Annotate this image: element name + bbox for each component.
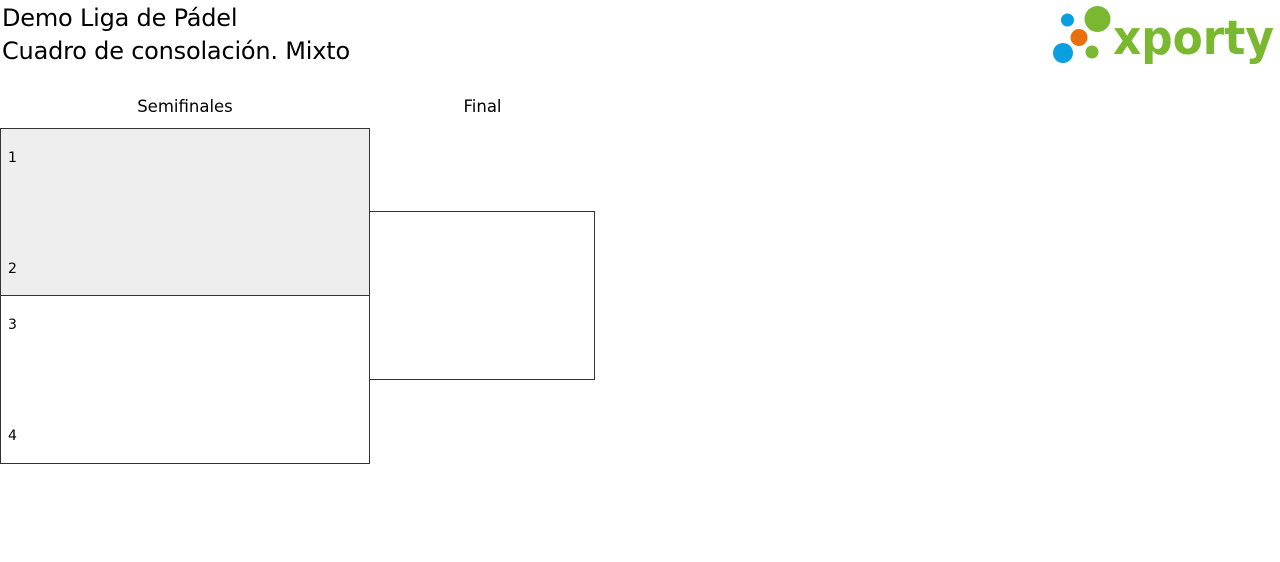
page-title: Demo Liga de Pádel xyxy=(2,4,238,32)
round-header-semifinales: Semifinales xyxy=(137,97,233,116)
logo-dot-orange xyxy=(1070,29,1088,46)
round-header-final: Final xyxy=(463,97,502,116)
logo-dot-green-large xyxy=(1084,6,1111,32)
slot-seed-1: 1 xyxy=(8,150,17,166)
logo-wordmark: xporty xyxy=(1113,11,1274,66)
logo-dot-green-small xyxy=(1085,45,1099,59)
logo-dot-blue-small xyxy=(1061,13,1074,27)
final-match[interactable] xyxy=(369,211,595,380)
slot-seed-3: 3 xyxy=(8,317,17,333)
xporty-logo: xporty xyxy=(1050,4,1276,68)
slot-seed-4: 4 xyxy=(8,428,17,444)
semifinal-match-1[interactable]: 1 2 xyxy=(0,128,370,296)
page-subtitle: Cuadro de consolación. Mixto xyxy=(2,37,350,65)
title-block: Demo Liga de Pádel Cuadro de consolación… xyxy=(2,2,350,68)
slot-seed-2: 2 xyxy=(8,261,17,277)
logo-dot-blue-large xyxy=(1053,43,1073,63)
xporty-logo-graphic: xporty xyxy=(1053,6,1274,66)
semifinal-match-2[interactable]: 3 4 xyxy=(0,295,370,464)
